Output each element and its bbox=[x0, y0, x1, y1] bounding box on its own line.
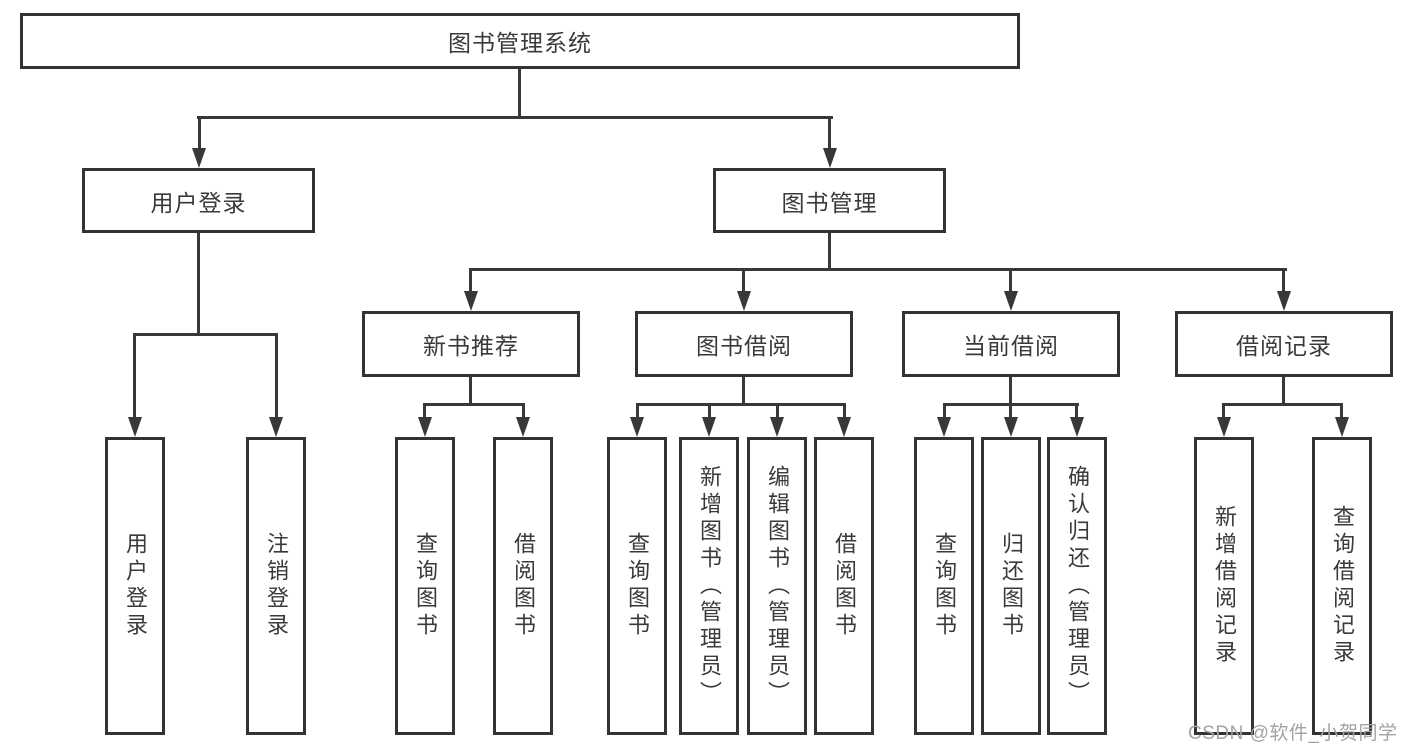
connector-line bbox=[1009, 268, 1012, 293]
arrowhead-down-icon bbox=[516, 417, 530, 437]
leaf-logout: 注销登录 bbox=[246, 437, 306, 735]
arrowhead-down-icon bbox=[737, 291, 751, 311]
connector-line bbox=[518, 69, 521, 118]
leaf-current-query-label: 查询图书 bbox=[932, 532, 957, 640]
connector-line bbox=[197, 233, 200, 335]
connector-line bbox=[1009, 377, 1012, 406]
leaf-newbooks-borrow-label: 借阅图书 bbox=[511, 532, 536, 640]
leaf-current-confirm-return: 确认归还（管理员） bbox=[1047, 437, 1107, 735]
node-user-login: 用户登录 bbox=[82, 168, 315, 233]
connector-line bbox=[776, 403, 779, 419]
leaf-current-return: 归还图书 bbox=[981, 437, 1041, 735]
node-current-borrow-label: 当前借阅 bbox=[963, 333, 1059, 359]
leaf-borrow-borrow-book: 借阅图书 bbox=[814, 437, 874, 735]
connector-line bbox=[133, 333, 278, 336]
arrowhead-down-icon bbox=[823, 148, 837, 168]
connector-line bbox=[1282, 268, 1285, 293]
connector-line bbox=[198, 116, 201, 150]
leaf-records-query-label: 查询借阅记录 bbox=[1330, 505, 1355, 667]
connector-line bbox=[469, 377, 472, 406]
arrowhead-down-icon bbox=[128, 417, 142, 437]
connector-line bbox=[469, 268, 472, 293]
connector-line bbox=[636, 403, 846, 406]
connector-line bbox=[522, 403, 525, 419]
leaf-borrow-edit-book-label: 编辑图书（管理员） bbox=[765, 464, 790, 708]
connector-line bbox=[636, 403, 639, 419]
arrowhead-down-icon bbox=[937, 417, 951, 437]
connector-line bbox=[828, 233, 831, 271]
connector-line bbox=[423, 403, 426, 419]
connector-line bbox=[197, 116, 833, 119]
arrowhead-down-icon bbox=[837, 417, 851, 437]
leaf-newbooks-query-label: 查询图书 bbox=[413, 532, 438, 640]
leaf-current-query: 查询图书 bbox=[914, 437, 974, 735]
node-new-book-recommend-label: 新书推荐 bbox=[423, 333, 519, 359]
arrowhead-down-icon bbox=[702, 417, 716, 437]
leaf-borrow-add-book-label: 新增图书（管理员） bbox=[697, 464, 722, 708]
arrowhead-down-icon bbox=[630, 417, 644, 437]
connector-line bbox=[423, 403, 525, 406]
connector-line bbox=[1009, 403, 1012, 419]
leaf-records-add: 新增借阅记录 bbox=[1194, 437, 1254, 735]
node-borrow-records-label: 借阅记录 bbox=[1236, 333, 1332, 359]
node-root-label: 图书管理系统 bbox=[448, 30, 592, 56]
leaf-borrow-query-label: 查询图书 bbox=[625, 532, 650, 640]
arrowhead-down-icon bbox=[770, 417, 784, 437]
leaf-current-confirm-return-label: 确认归还（管理员） bbox=[1065, 464, 1090, 708]
leaf-user-login: 用户登录 bbox=[105, 437, 165, 735]
connector-line bbox=[133, 333, 136, 419]
connector-line bbox=[275, 333, 278, 419]
arrowhead-down-icon bbox=[1070, 417, 1084, 437]
arrowhead-down-icon bbox=[1335, 417, 1349, 437]
arrowhead-down-icon bbox=[1004, 417, 1018, 437]
connector-line bbox=[469, 268, 1287, 271]
connector-line bbox=[1340, 403, 1343, 419]
leaf-newbooks-borrow: 借阅图书 bbox=[493, 437, 553, 735]
arrowhead-down-icon bbox=[1004, 291, 1018, 311]
connector-line bbox=[843, 403, 846, 419]
node-user-login-label: 用户登录 bbox=[150, 189, 247, 216]
leaf-user-login-label: 用户登录 bbox=[123, 532, 148, 640]
node-new-book-recommend: 新书推荐 bbox=[362, 311, 580, 377]
node-current-borrow: 当前借阅 bbox=[902, 311, 1120, 377]
arrowhead-down-icon bbox=[1277, 291, 1291, 311]
connector-line bbox=[742, 268, 745, 293]
node-book-borrow-label: 图书借阅 bbox=[696, 333, 792, 359]
arrowhead-down-icon bbox=[418, 417, 432, 437]
connector-line bbox=[1222, 403, 1225, 419]
arrowhead-down-icon bbox=[269, 417, 283, 437]
leaf-records-add-label: 新增借阅记录 bbox=[1212, 505, 1237, 667]
connector-line bbox=[1282, 377, 1285, 406]
leaf-records-query: 查询借阅记录 bbox=[1312, 437, 1372, 735]
leaf-borrow-add-book: 新增图书（管理员） bbox=[679, 437, 739, 735]
leaf-newbooks-query: 查询图书 bbox=[395, 437, 455, 735]
arrowhead-down-icon bbox=[1217, 417, 1231, 437]
csdn-watermark: CSDN @软件_小贺同学 bbox=[1188, 723, 1398, 744]
leaf-borrow-query: 查询图书 bbox=[607, 437, 667, 735]
leaf-current-return-label: 归还图书 bbox=[999, 532, 1024, 640]
connector-line bbox=[1222, 403, 1343, 406]
arrowhead-down-icon bbox=[464, 291, 478, 311]
connector-line bbox=[943, 403, 946, 419]
node-borrow-records: 借阅记录 bbox=[1175, 311, 1393, 377]
connector-line bbox=[708, 403, 711, 419]
connector-line bbox=[1075, 403, 1078, 419]
leaf-borrow-edit-book: 编辑图书（管理员） bbox=[747, 437, 807, 735]
node-book-management-label: 图书管理 bbox=[781, 189, 878, 216]
leaf-logout-label: 注销登录 bbox=[264, 532, 289, 640]
node-root: 图书管理系统 bbox=[20, 13, 1020, 69]
arrowhead-down-icon bbox=[192, 148, 206, 168]
leaf-borrow-borrow-book-label: 借阅图书 bbox=[832, 532, 857, 640]
node-book-management: 图书管理 bbox=[713, 168, 946, 233]
connector-line bbox=[828, 116, 831, 150]
connector-line bbox=[742, 377, 745, 406]
node-book-borrow: 图书借阅 bbox=[635, 311, 853, 377]
